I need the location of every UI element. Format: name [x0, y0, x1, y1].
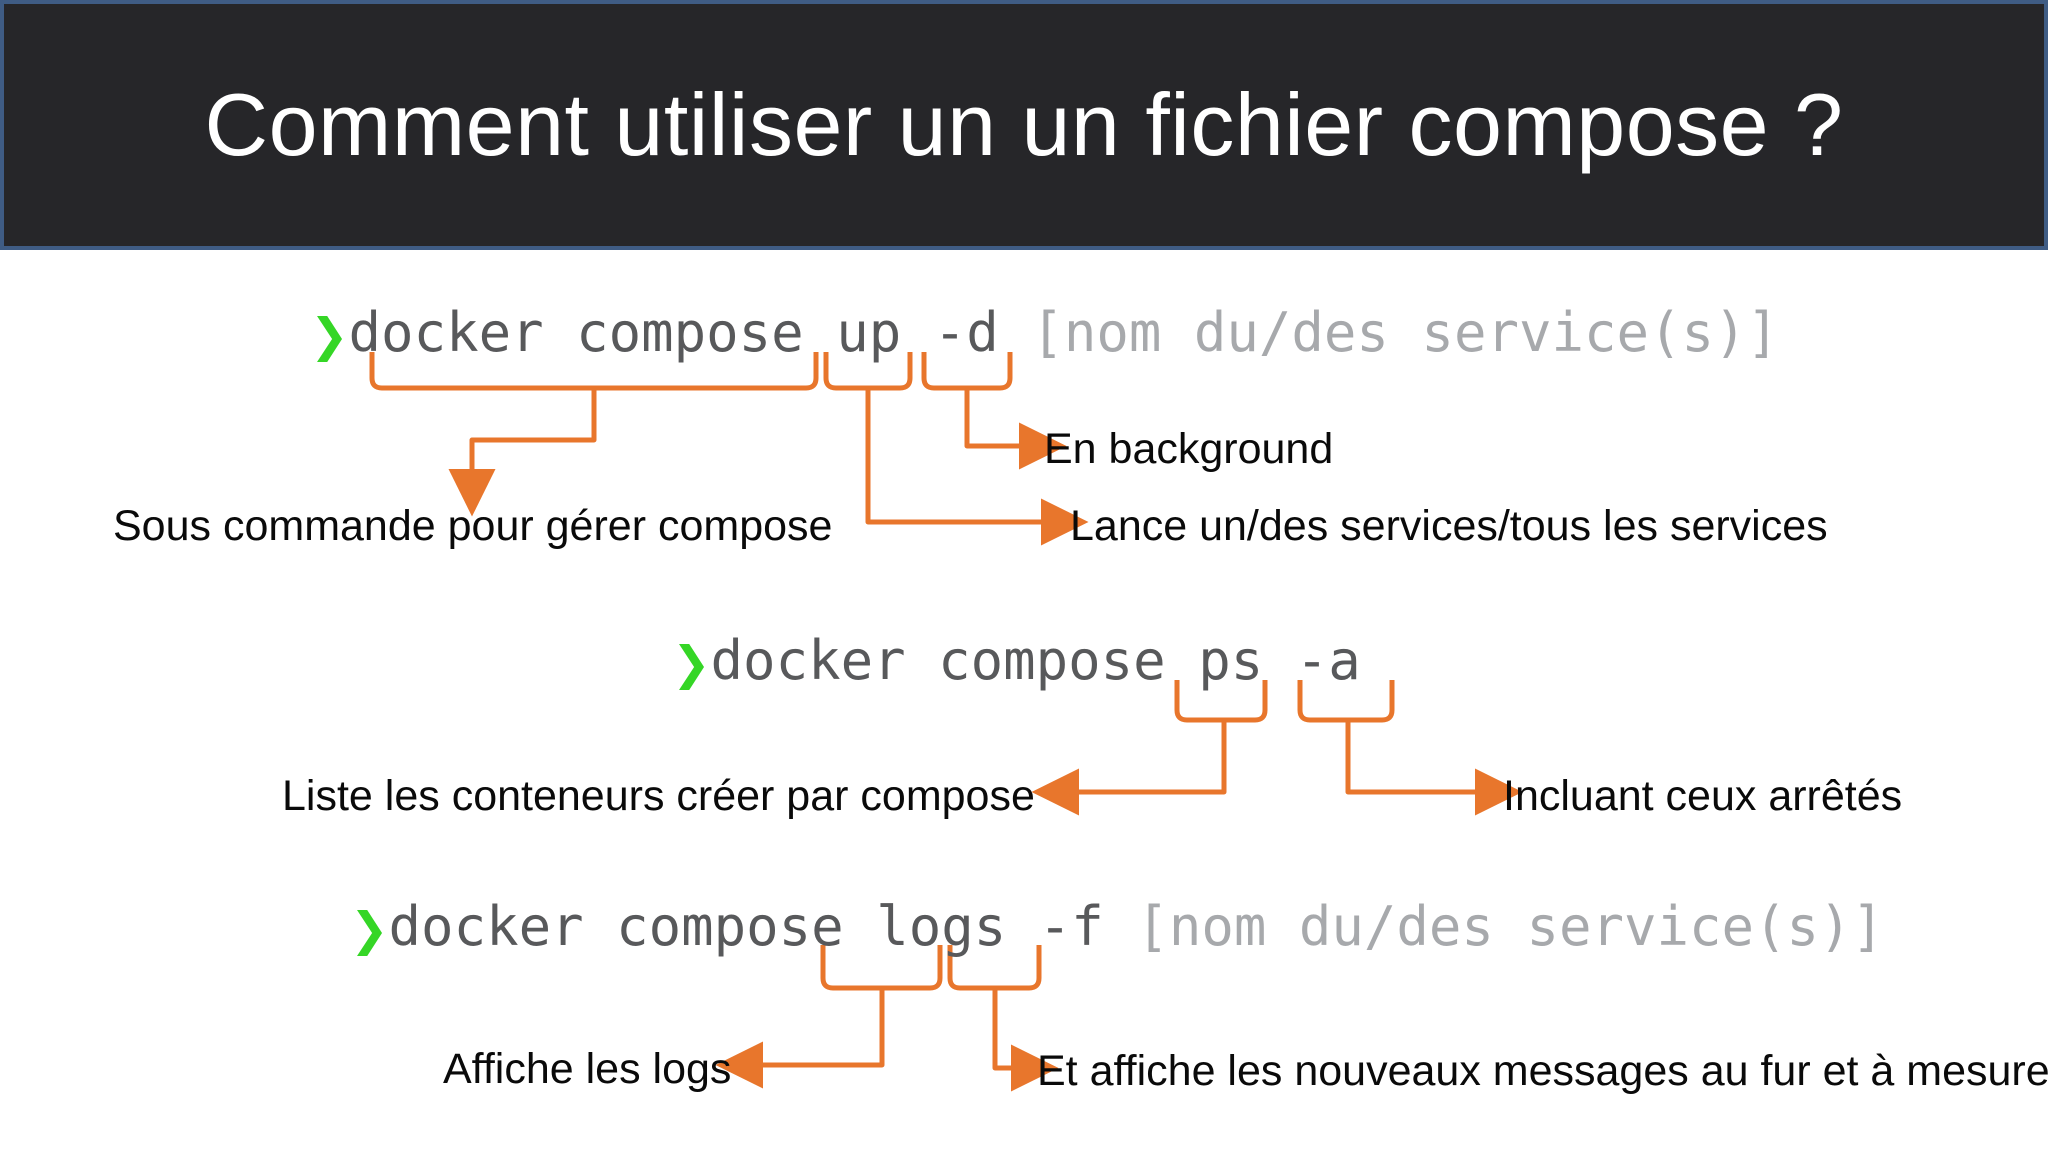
command-base-1: docker compose [348, 301, 804, 364]
command-base-3: docker compose [388, 895, 844, 958]
annotation-et-affiche-messages: Et affiche les nouveaux messages au fur … [1037, 1047, 2048, 1095]
command-line-1: ❯docker compose up -d [nom du/des servic… [310, 306, 1779, 360]
command-subcommand-3: logs [843, 895, 1007, 958]
command-placeholder-1: [nom du/des service(s)] [998, 301, 1780, 364]
arrow-cmd2-subcommand-to-label [1031, 720, 1227, 816]
prompt-chevron-icon: ❯ [350, 902, 389, 956]
command-line-2: ❯docker compose ps -a [672, 634, 1361, 688]
arrow-cmd3-subcommand-to-label [715, 988, 885, 1089]
slide-header: Comment utiliser un un fichier compose ? [0, 0, 2048, 250]
arrow-cmd1-flag-to-label [964, 388, 1067, 470]
annotation-liste-conteneurs: Liste les conteneurs créer par compose [282, 772, 1035, 820]
arrow-cmd1-subcommand-to-label [865, 388, 1089, 546]
arrow-cmd3-flag-to-label [992, 988, 1059, 1092]
arrow-cmd2-flag-to-label [1345, 720, 1523, 816]
annotation-lance-services: Lance un/des services/tous les services [1070, 502, 1828, 550]
command-flag-2: -a [1263, 629, 1361, 692]
command-flag-1: -d [901, 301, 999, 364]
command-line-3: ❯docker compose logs -f [nom du/des serv… [350, 900, 1884, 954]
annotation-en-background: En background [1044, 425, 1334, 473]
annotation-sous-commande: Sous commande pour gérer compose [113, 502, 833, 550]
annotation-incluant-arretes: Incluant ceux arrêtés [1503, 772, 1903, 820]
command-subcommand-1: up [803, 301, 902, 364]
command-subcommand-2: ps [1165, 629, 1264, 692]
prompt-chevron-icon: ❯ [672, 636, 711, 690]
arrow-cmd1-base-to-label [448, 388, 597, 517]
command-base-2: docker compose [710, 629, 1166, 692]
command-placeholder-3: [nom du/des service(s)] [1103, 895, 1885, 958]
annotation-affiche-logs: Affiche les logs [443, 1045, 732, 1093]
command-flag-3: -f [1006, 895, 1104, 958]
prompt-chevron-icon: ❯ [310, 308, 349, 362]
page-title: Comment utiliser un un fichier compose ? [204, 75, 1844, 174]
